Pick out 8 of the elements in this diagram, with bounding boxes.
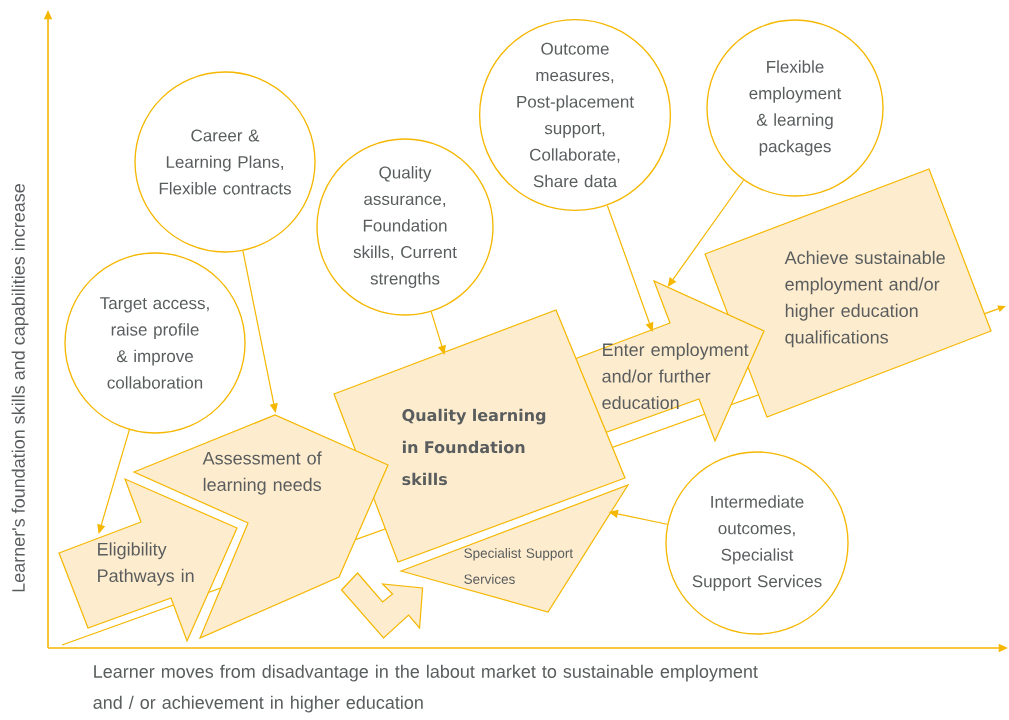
arrow xyxy=(667,179,745,287)
arrow xyxy=(606,204,654,332)
arrow xyxy=(97,429,130,534)
axis-label: Learner's foundation skills and capabilities increase xyxy=(11,184,29,592)
arrow xyxy=(430,311,446,355)
arrow xyxy=(242,250,278,413)
block-arrow xyxy=(340,572,424,639)
axis-label: Learner moves from disadvantage in the labout market to sustainable employment and / or achievement in higher education xyxy=(93,664,758,713)
